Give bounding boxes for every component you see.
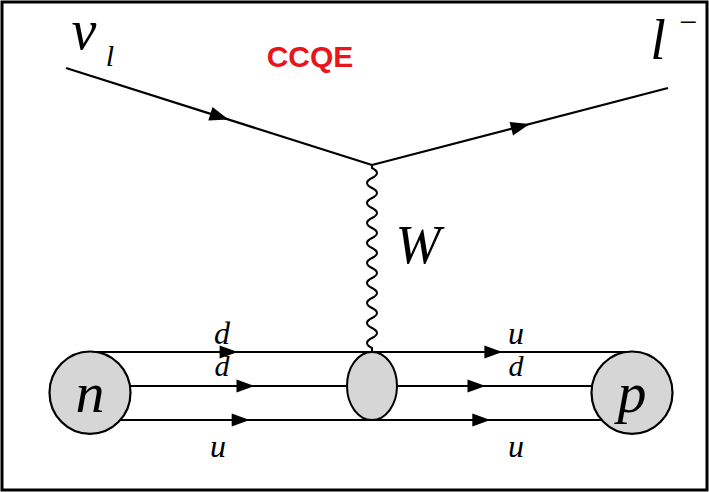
quark-label: d bbox=[214, 317, 230, 349]
arrow-head bbox=[236, 380, 254, 393]
superscript-charge: − bbox=[679, 6, 697, 38]
quark-label: d bbox=[215, 351, 230, 381]
quark-line-path bbox=[120, 419, 601, 421]
arrow-head bbox=[468, 380, 486, 393]
quark-label: d bbox=[509, 351, 524, 381]
boson-label: W bbox=[396, 218, 441, 272]
quark-label: u bbox=[508, 430, 524, 462]
nucleon-label: p bbox=[618, 364, 647, 422]
arrow-head bbox=[232, 414, 250, 427]
interaction-blob bbox=[347, 352, 397, 420]
fermion-arrow bbox=[208, 107, 230, 126]
nucleon-ellipse bbox=[592, 352, 673, 434]
quark-label: u bbox=[210, 430, 226, 462]
arrow-head bbox=[472, 414, 490, 427]
particle-symbol: ν bbox=[72, 2, 97, 58]
neutrino-line bbox=[66, 68, 372, 165]
w-boson-wiggle bbox=[367, 165, 377, 352]
title-label: CCQE bbox=[267, 42, 354, 72]
nucleon-ellipse bbox=[50, 352, 131, 434]
subscript: l bbox=[106, 41, 114, 71]
arrow-head bbox=[484, 346, 502, 359]
nucleon-circle: p bbox=[590, 350, 674, 435]
nucleon-label: n bbox=[76, 364, 105, 422]
fermion-arrow bbox=[510, 117, 532, 135]
nucleon-circle: n bbox=[48, 350, 132, 435]
lepton-line bbox=[372, 88, 668, 165]
particle-symbol: l bbox=[650, 12, 666, 68]
quark-line-path bbox=[96, 351, 625, 353]
quark-label: u bbox=[508, 317, 524, 349]
